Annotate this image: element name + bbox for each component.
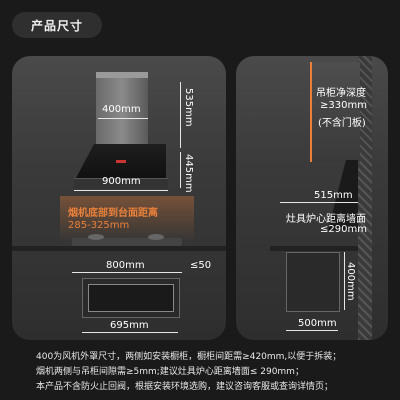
cabinet-depth-note: (不含门板) — [318, 118, 366, 129]
side-width-line — [280, 202, 358, 203]
distance-highlight — [60, 196, 194, 242]
wall-hatch — [358, 56, 372, 340]
hood-display — [116, 160, 126, 163]
hood-width-label: 400mm — [102, 104, 141, 115]
hob-distance-value: 285-325mm — [68, 220, 130, 231]
side-countertop — [270, 246, 358, 251]
side-view-panel: 吊柜净深度 ≥330mm (不含门板) 515mm 灶具炉心距离墙面 ≤290m… — [236, 56, 388, 340]
oven-side — [286, 252, 340, 312]
hood-width-line — [98, 118, 148, 119]
hood-upper-height-label: 535mm — [183, 88, 194, 127]
hood-lower-panel — [74, 178, 168, 189]
hob-width-line — [72, 272, 182, 273]
cutout-width-label: 695mm — [110, 320, 149, 331]
burner-wall-value: ≤290mm — [320, 224, 367, 235]
oven-door — [88, 284, 174, 312]
hood-lower-height-label: 445mm — [183, 154, 194, 193]
oven-width-label: 500mm — [298, 318, 337, 329]
hob-distance-title: 烟机底部到台面距离 — [68, 208, 158, 219]
note-line-3: 本产品不含防火止回阀，根据安装环境选购，建议咨询客服或查询详情页； — [36, 382, 334, 392]
burner-left — [88, 234, 104, 240]
cabinet-depth-title: 吊柜净深度 — [316, 88, 366, 99]
side-width-label: 515mm — [314, 190, 353, 201]
note-line-1: 400为风机外罩尺寸，两侧如安装橱柜，橱柜间距需≥420mm,以便于拆装； — [36, 352, 342, 362]
hob-width-label: 800mm — [106, 260, 145, 271]
burner-right — [148, 234, 164, 240]
countertop — [12, 246, 226, 251]
hood-panel-width-label: 900mm — [102, 176, 141, 187]
oven-height-line — [344, 252, 345, 310]
chimney-top — [96, 72, 148, 78]
oven-height-label: 400mm — [345, 262, 356, 301]
hood-chimney — [96, 72, 148, 146]
front-view-panel: 400mm 900mm 535mm 445mm 烟机底部到台面距离 285-32… — [12, 56, 226, 340]
upper-cabinet — [310, 62, 360, 162]
lower-height-line — [180, 152, 181, 188]
cabinet-depth-value: ≥330mm — [320, 100, 367, 111]
note-line-2: 烟机两侧与吊柜间隙需≥5mm;建议灶具炉心距离墙面≤ 290mm； — [36, 367, 304, 377]
hood-panel-width-line — [74, 190, 168, 191]
oven-width-line — [286, 330, 338, 331]
cutout-width-line — [82, 332, 178, 333]
burner-wall-title: 灶具炉心距离墙面 — [286, 214, 366, 225]
hob-depth-label: ≤50 — [190, 260, 212, 271]
section-title: 产品尺寸 — [12, 12, 102, 38]
hob — [72, 238, 182, 246]
upper-height-line — [180, 82, 181, 148]
